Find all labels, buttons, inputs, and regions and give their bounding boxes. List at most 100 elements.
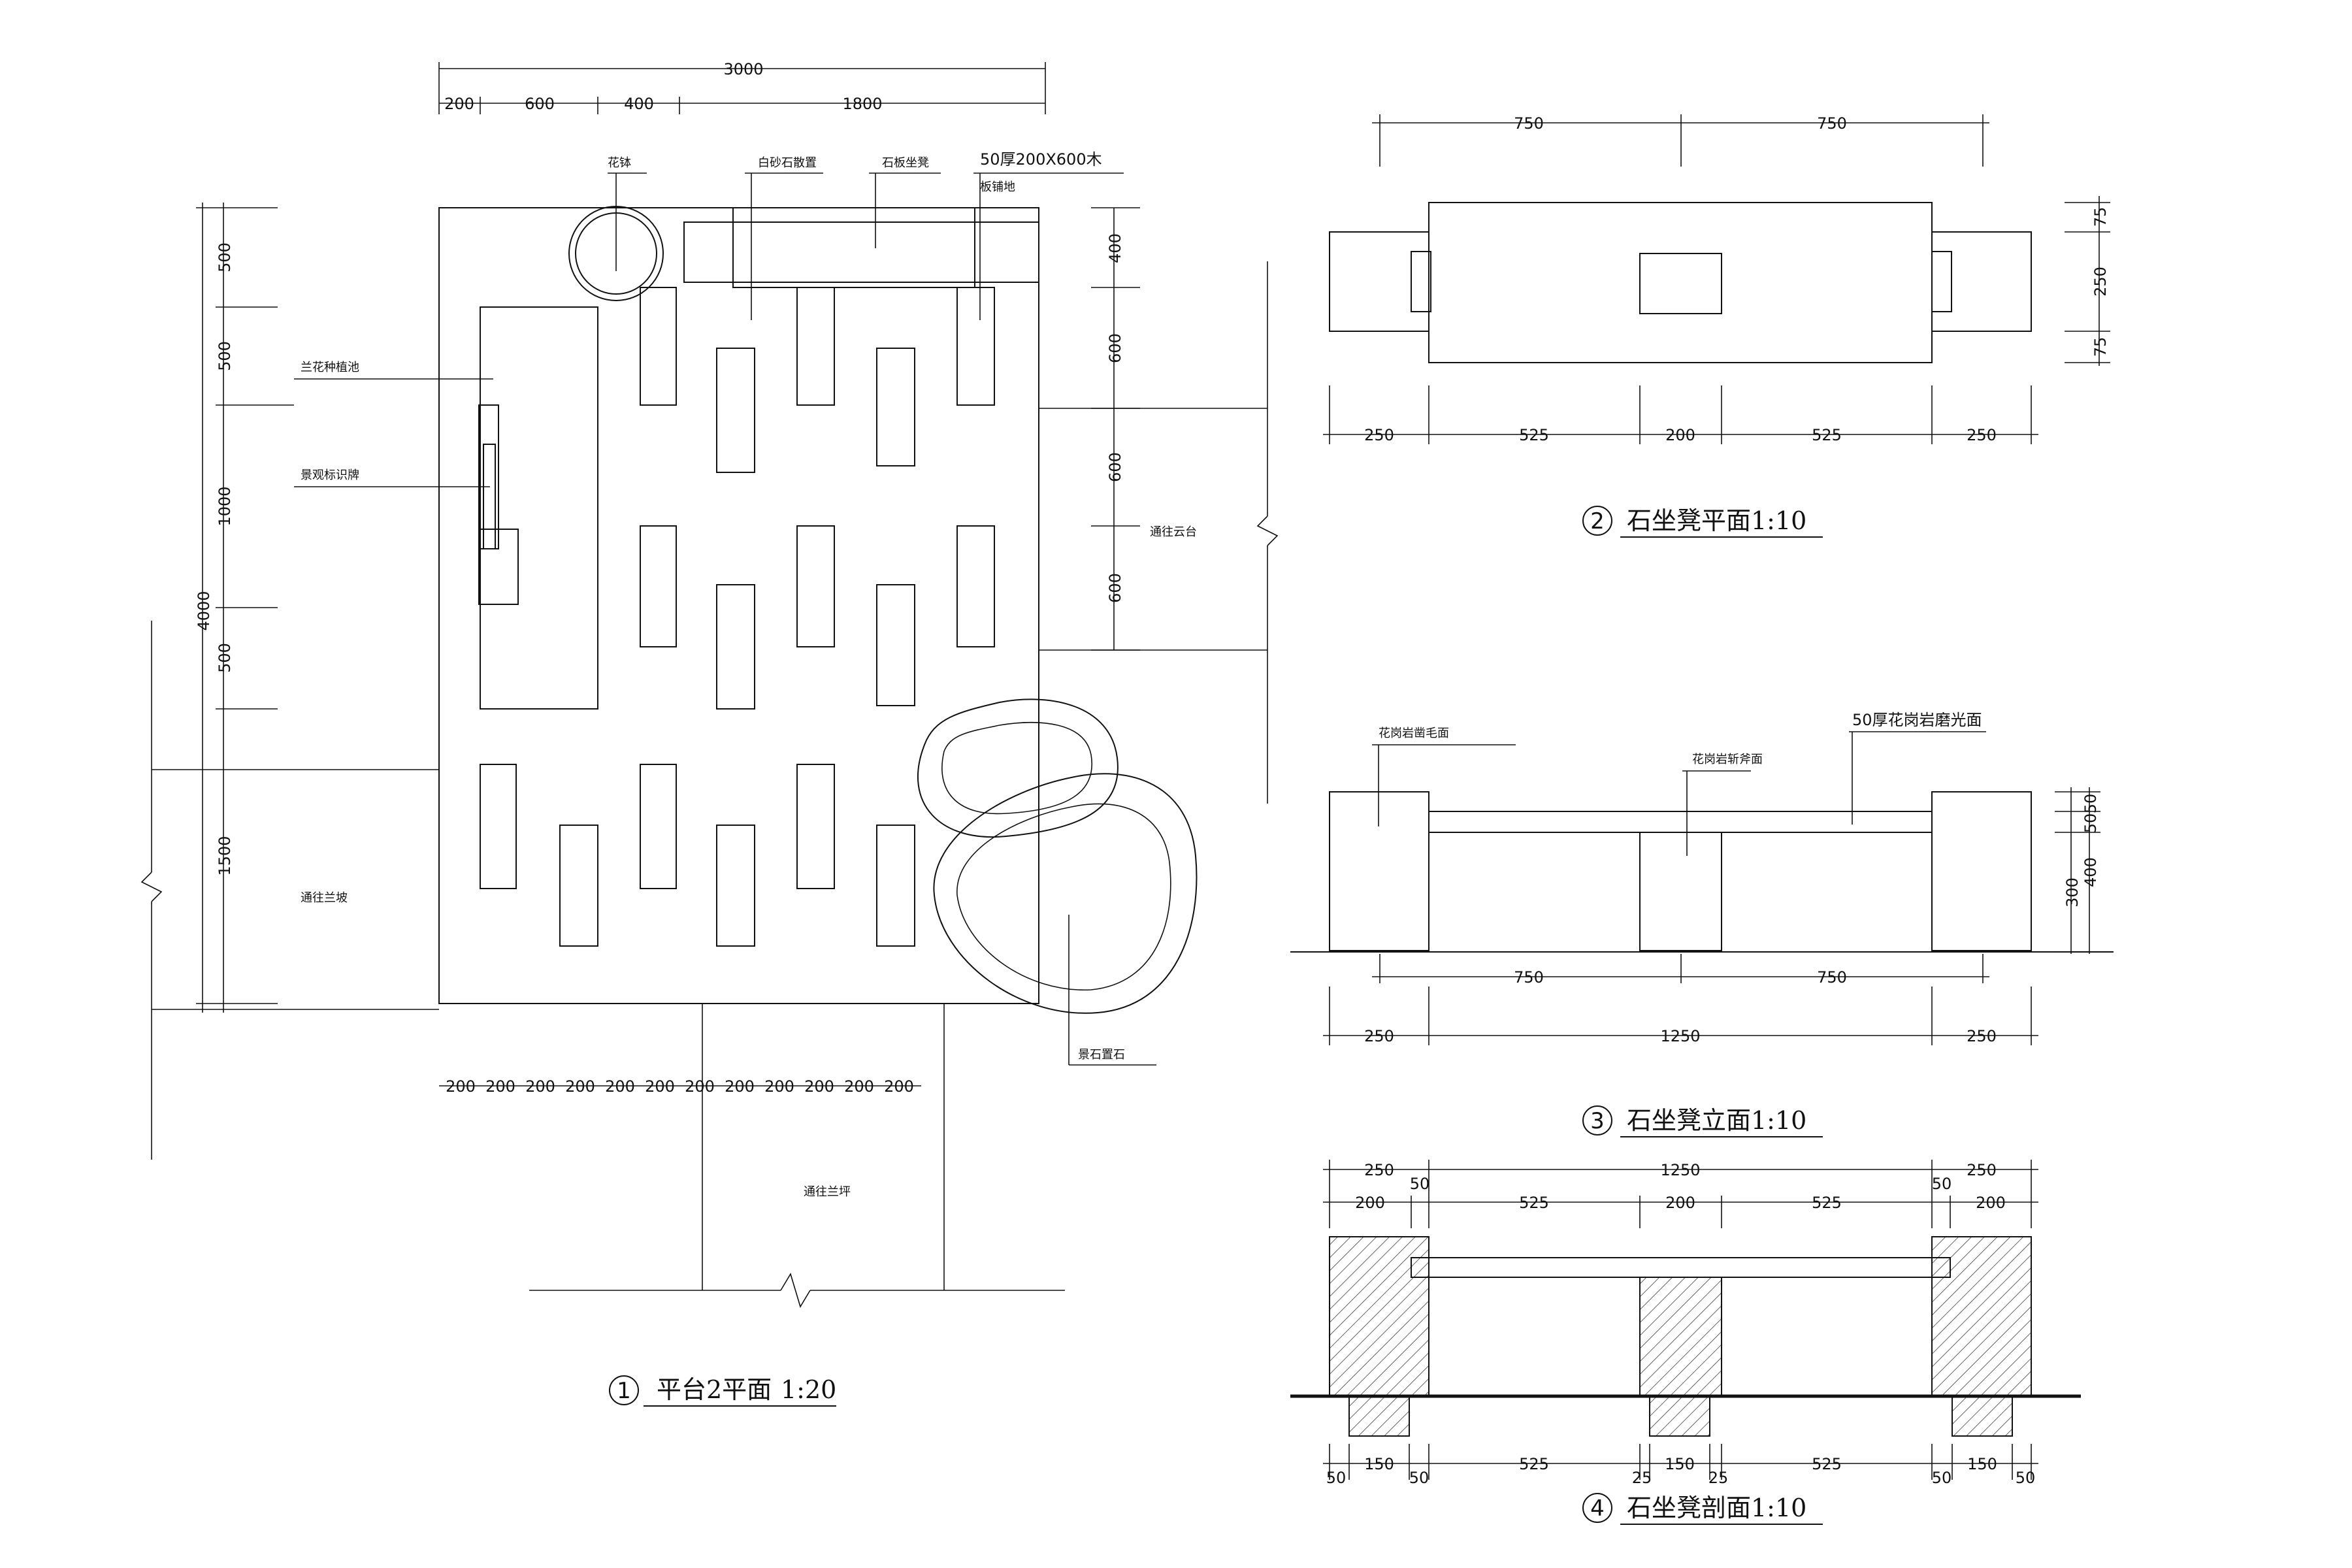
view-scale: 1:10 bbox=[1751, 1106, 1806, 1135]
bench-plan-dim-bottom: 250 525 200 525 250 bbox=[1323, 385, 2038, 444]
sign-board-lower bbox=[478, 529, 519, 605]
section-dim-top1: 250 1250 250 50 50 bbox=[1323, 1160, 2038, 1228]
label-wood-deck-2: 板铺地 bbox=[980, 180, 1015, 194]
feature-stone-2-inner bbox=[956, 803, 1171, 990]
view-scale: 1:10 bbox=[1751, 506, 1806, 535]
bench-end-right bbox=[1931, 231, 2032, 332]
plan-dim-right: 400 600 600 600 bbox=[1091, 207, 1140, 651]
dim-top-total: 3000 bbox=[723, 60, 763, 78]
stone-bench-plan bbox=[683, 221, 1039, 283]
section-end-right bbox=[1931, 1236, 2032, 1396]
view-number: 2 bbox=[1590, 508, 1605, 534]
bench-plan-view: 750 750 250 525 200 525 250 75 250 75 bbox=[1323, 114, 2110, 538]
dim: 50 bbox=[1932, 1175, 1952, 1193]
stone-bench-seat bbox=[732, 207, 975, 288]
plan-dim-bottom: 200 200 200 200 200 200 200 200 200 200 … bbox=[439, 1077, 921, 1096]
dim-bottom-seg: 200 bbox=[725, 1077, 755, 1096]
dim-top-seg: 400 bbox=[624, 95, 654, 113]
plan-dim-left: 4000 500 500 1000 500 1500 bbox=[195, 203, 294, 1013]
label-white-gravel: 白砂石散置 bbox=[758, 156, 817, 170]
dim: 200 bbox=[1665, 1194, 1695, 1212]
feature-stone-1-inner bbox=[941, 722, 1093, 815]
dim-left-seg: 500 bbox=[216, 643, 234, 673]
label-granite-polished: 50厚花岗岩磨光面 bbox=[1852, 711, 1982, 729]
elev-dim-bottom: 250 1250 250 bbox=[1323, 987, 2038, 1045]
label-granite-axed: 花岗岩斩斧面 bbox=[1692, 753, 1763, 766]
dim: 200 bbox=[1355, 1194, 1385, 1212]
view-title: 石坐凳立面 bbox=[1627, 1106, 1751, 1135]
dim: 150 bbox=[1665, 1455, 1695, 1473]
platform-outline bbox=[438, 207, 1039, 1004]
dim: 25 bbox=[1708, 1469, 1729, 1487]
elev-end-left bbox=[1329, 791, 1429, 951]
dim-top-seg: 1800 bbox=[842, 95, 882, 113]
context-lines bbox=[140, 261, 1279, 1308]
dim: 525 bbox=[1519, 1455, 1549, 1473]
wood-deck-planks bbox=[480, 287, 995, 947]
view-number: 3 bbox=[1590, 1108, 1605, 1134]
dim-left-total: 4000 bbox=[195, 591, 213, 630]
bench-end-left bbox=[1329, 231, 1429, 332]
label-to-orchid-slope: 通往兰坡 bbox=[301, 891, 348, 905]
label-orchid-bed: 兰花种植池 bbox=[301, 361, 359, 374]
dim: 50 bbox=[1409, 1469, 1429, 1487]
view-number: 1 bbox=[617, 1378, 631, 1404]
plan-leaders: 花钵 白砂石散置 石板坐凳 50厚200X600木 板铺地 兰花种植池 景观标识… bbox=[294, 150, 1197, 1199]
dim: 750 bbox=[1817, 114, 1847, 133]
dim: 1250 bbox=[1660, 1161, 1700, 1179]
sign-board-post bbox=[483, 444, 496, 549]
dim-bottom-seg: 200 bbox=[485, 1077, 515, 1096]
label-wood-deck: 50厚200X600木 bbox=[980, 150, 1102, 169]
dim-bottom-seg: 200 bbox=[605, 1077, 635, 1096]
platform-plan-view: 3000 200 600 400 1800 4000 500 500 1000 … bbox=[140, 60, 1279, 1407]
view-title: 平台2平面 bbox=[657, 1375, 772, 1404]
label-sign: 景观标识牌 bbox=[301, 468, 359, 482]
section-dim-bottom: 50 150 50 525 25 150 25 525 50 150 50 bbox=[1323, 1444, 2038, 1487]
dim: 250 bbox=[1967, 1027, 1997, 1045]
dim: 250 bbox=[1967, 1161, 1997, 1179]
bench-section-view: 250 1250 250 50 50 200 525 200 525 200 bbox=[1290, 1160, 2081, 1525]
dim: 50 bbox=[1932, 1469, 1952, 1487]
elev-center-support bbox=[1639, 832, 1722, 951]
dim: 250 bbox=[1967, 426, 1997, 444]
dim: 50 bbox=[2082, 813, 2100, 834]
bench-center-block bbox=[1639, 253, 1722, 314]
footing-right bbox=[1952, 1396, 2013, 1437]
label-to-cloud-terrace: 通往云台 bbox=[1150, 525, 1197, 539]
elev-dim-right: 50 50 300 400 bbox=[2055, 787, 2100, 954]
dim: 150 bbox=[1967, 1455, 1997, 1473]
dim-bottom-seg: 200 bbox=[645, 1077, 675, 1096]
bench-elevation-view: 花岗岩凿毛面 花岗岩斩斧面 50厚花岗岩磨光面 750 750 250 1250… bbox=[1290, 711, 2114, 1137]
elev-seat-slab bbox=[1428, 811, 1933, 833]
dim-left-seg: 1000 bbox=[216, 486, 234, 526]
section-dim-top2: 200 525 200 525 200 bbox=[1323, 1194, 2038, 1228]
elev-end-right bbox=[1931, 791, 2032, 951]
section-end-left bbox=[1329, 1236, 1429, 1396]
dim-bottom-seg: 200 bbox=[446, 1077, 476, 1096]
dim: 750 bbox=[1514, 114, 1544, 133]
dim: 525 bbox=[1812, 426, 1842, 444]
bench-plan-title-block: 2 石坐凳平面 1:10 bbox=[1582, 506, 1823, 538]
footing-center bbox=[1649, 1396, 1710, 1437]
label-feature-stone: 景石置石 bbox=[1078, 1048, 1125, 1062]
dim: 75 bbox=[2091, 337, 2110, 357]
dim: 750 bbox=[1514, 968, 1544, 987]
elev-leaders: 花岗岩凿毛面 花岗岩斩斧面 50厚花岗岩磨光面 bbox=[1372, 711, 1986, 856]
view-scale: 1:10 bbox=[1751, 1494, 1806, 1522]
feature-stone-2 bbox=[933, 773, 1198, 1014]
bench-end-left-notch bbox=[1411, 251, 1431, 312]
dim: 50 bbox=[2016, 1469, 2036, 1487]
dim: 525 bbox=[1519, 426, 1549, 444]
dim: 75 bbox=[2091, 207, 2110, 227]
dim: 300 bbox=[2063, 877, 2082, 907]
dim: 150 bbox=[1364, 1455, 1394, 1473]
label-stone-bench: 石板坐凳 bbox=[882, 156, 929, 170]
section-center-support bbox=[1639, 1277, 1722, 1396]
dim-right-seg: 400 bbox=[1106, 233, 1124, 263]
dim: 250 bbox=[1364, 1161, 1394, 1179]
dim: 1250 bbox=[1660, 1027, 1700, 1045]
dim: 25 bbox=[1632, 1469, 1652, 1487]
plan-dim-top: 3000 200 600 400 1800 bbox=[438, 60, 1046, 114]
dim: 400 bbox=[2082, 857, 2100, 887]
